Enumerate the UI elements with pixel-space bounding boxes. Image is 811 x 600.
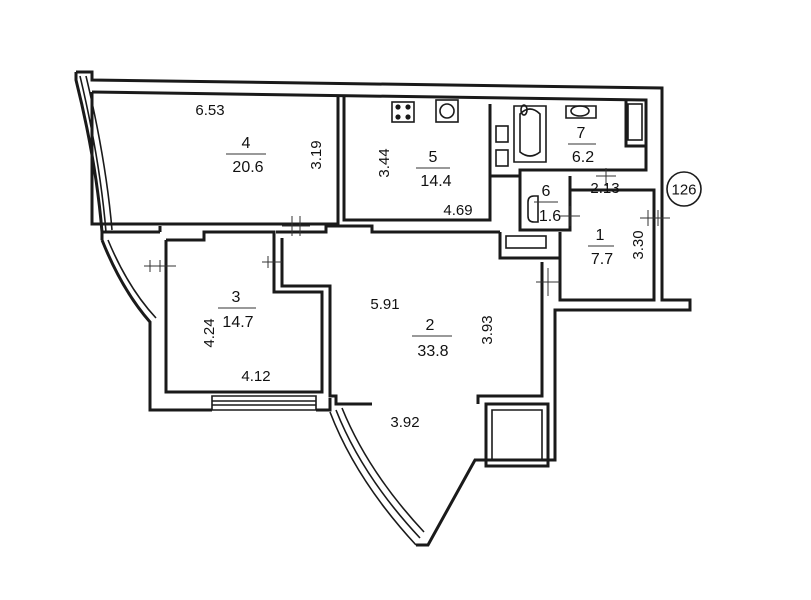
room5-area: 14.4 (420, 173, 451, 190)
room2-width: 5.91 (370, 296, 399, 313)
room5-width: 4.69 (443, 202, 472, 219)
room3-depth: 4.24 (201, 318, 218, 347)
room6-number: 6 (542, 183, 551, 200)
room2-area: 33.8 (417, 343, 448, 360)
shaft-inner (505, 235, 547, 249)
room1-wall (558, 188, 656, 302)
room3-width: 4.12 (241, 368, 270, 385)
room5-number: 5 (429, 149, 438, 166)
bathroom-cabinet (627, 103, 643, 141)
room7-number: 7 (577, 125, 586, 142)
shaft-block (498, 232, 562, 260)
door-ticks (144, 168, 670, 296)
room4-area: 20.6 (232, 159, 263, 176)
bathroom-tap (520, 104, 528, 116)
room1-number: 1 (596, 227, 605, 244)
room3-wall (164, 230, 324, 394)
room6-area: 1.6 (539, 208, 561, 225)
room1-width: 2.13 (590, 180, 619, 197)
room1-area: 7.7 (591, 251, 613, 268)
outer-wall-top (76, 70, 692, 547)
room4-left-lower (102, 226, 162, 234)
bathroom-bath-inner (519, 108, 541, 157)
room7-area: 6.2 (572, 149, 594, 166)
niche-inner (491, 409, 543, 461)
room4-width: 6.53 (195, 102, 224, 119)
outer-wall-left (74, 72, 104, 240)
niche (484, 402, 550, 468)
room1-depth: 3.30 (630, 230, 647, 259)
outer-wall-top-inner (91, 90, 648, 146)
room2-wall (280, 238, 544, 406)
room6-wall (518, 176, 572, 232)
room3-bottom-right (316, 398, 332, 412)
bathroom-fixture-2 (495, 149, 509, 167)
room2-depth: 3.93 (479, 315, 496, 344)
corridor-top (276, 224, 500, 234)
room5-depth: 3.44 (376, 148, 393, 177)
bathroom-fixture-1 (495, 125, 509, 143)
room2-arc-window (329, 407, 425, 546)
room2-number: 2 (426, 317, 435, 334)
room4-wall (90, 92, 340, 226)
toilet-bowl (527, 195, 539, 223)
room3-number: 3 (232, 289, 241, 306)
balcony-window (211, 395, 317, 411)
bathroom-sink (565, 105, 597, 119)
bathroom-bath (513, 105, 547, 163)
stove-icon (391, 101, 415, 123)
room2-extra-dimension: 3.92 (390, 414, 419, 431)
room7-wall (488, 100, 648, 178)
room3-area: 14.7 (222, 314, 253, 331)
plan-badge-label: 126 (671, 182, 696, 199)
room4-number: 4 (242, 135, 251, 152)
window-arc-left (79, 75, 113, 233)
left-wing-inner (107, 239, 157, 319)
room4-depth: 3.19 (308, 140, 325, 169)
left-wing (100, 239, 212, 412)
plan-badge (666, 171, 702, 207)
